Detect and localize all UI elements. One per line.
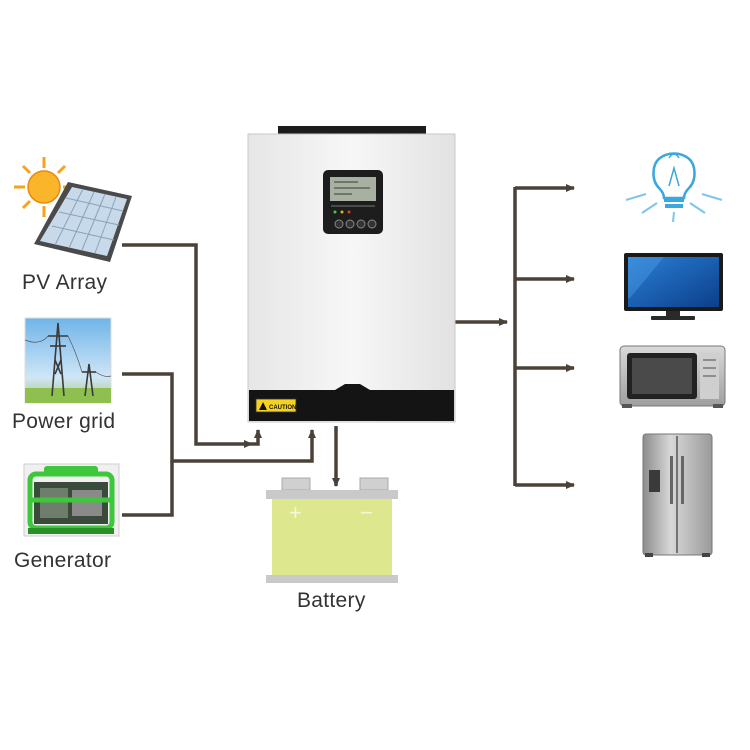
transmission-tower-icon	[48, 322, 96, 397]
battery-body	[272, 499, 392, 575]
inverter-base	[249, 384, 454, 421]
inverter-button-1	[334, 219, 344, 229]
battery-terminal-positive	[281, 477, 311, 491]
fridge-dispenser	[649, 470, 660, 492]
battery-terminal-negative	[359, 477, 389, 491]
pv-wire-up	[252, 429, 262, 446]
battery-label: Battery	[297, 589, 366, 612]
battery-bottom	[266, 575, 398, 583]
inverter-button-3	[356, 219, 366, 229]
battery-positive-symbol: +	[289, 500, 302, 525]
inverter-mount-bracket	[278, 126, 426, 135]
light-bulb-icon	[625, 152, 723, 223]
generator-icon	[23, 463, 120, 537]
lcd-screen	[330, 177, 376, 201]
pv-array-icon	[14, 157, 132, 262]
battery: + −	[266, 477, 398, 583]
generator-label: Generator	[14, 549, 112, 572]
power-grid-label: Power grid	[12, 410, 116, 433]
pv-array-label: PV Array	[22, 271, 108, 294]
caution-text: CAUTION	[269, 405, 296, 411]
inverter-button-2	[345, 219, 355, 229]
power-grid-icon	[24, 317, 112, 404]
tv-icon	[624, 253, 723, 320]
wires	[122, 184, 575, 517]
sun-icon	[14, 157, 74, 217]
solar-panel-grid	[51, 188, 124, 254]
inverter-button-4	[367, 219, 377, 229]
refrigerator-icon	[642, 433, 713, 557]
microwave-icon	[619, 345, 726, 408]
battery-negative-symbol: −	[360, 500, 373, 525]
pv-wire	[122, 243, 253, 448]
caution-sticker: CAUTION	[255, 398, 297, 413]
battery-lid	[266, 490, 398, 499]
inverter-control-panel	[323, 170, 383, 234]
generator-wire	[122, 461, 174, 517]
solar-panel-cells	[40, 187, 127, 256]
inverter: CAUTION	[247, 126, 456, 423]
